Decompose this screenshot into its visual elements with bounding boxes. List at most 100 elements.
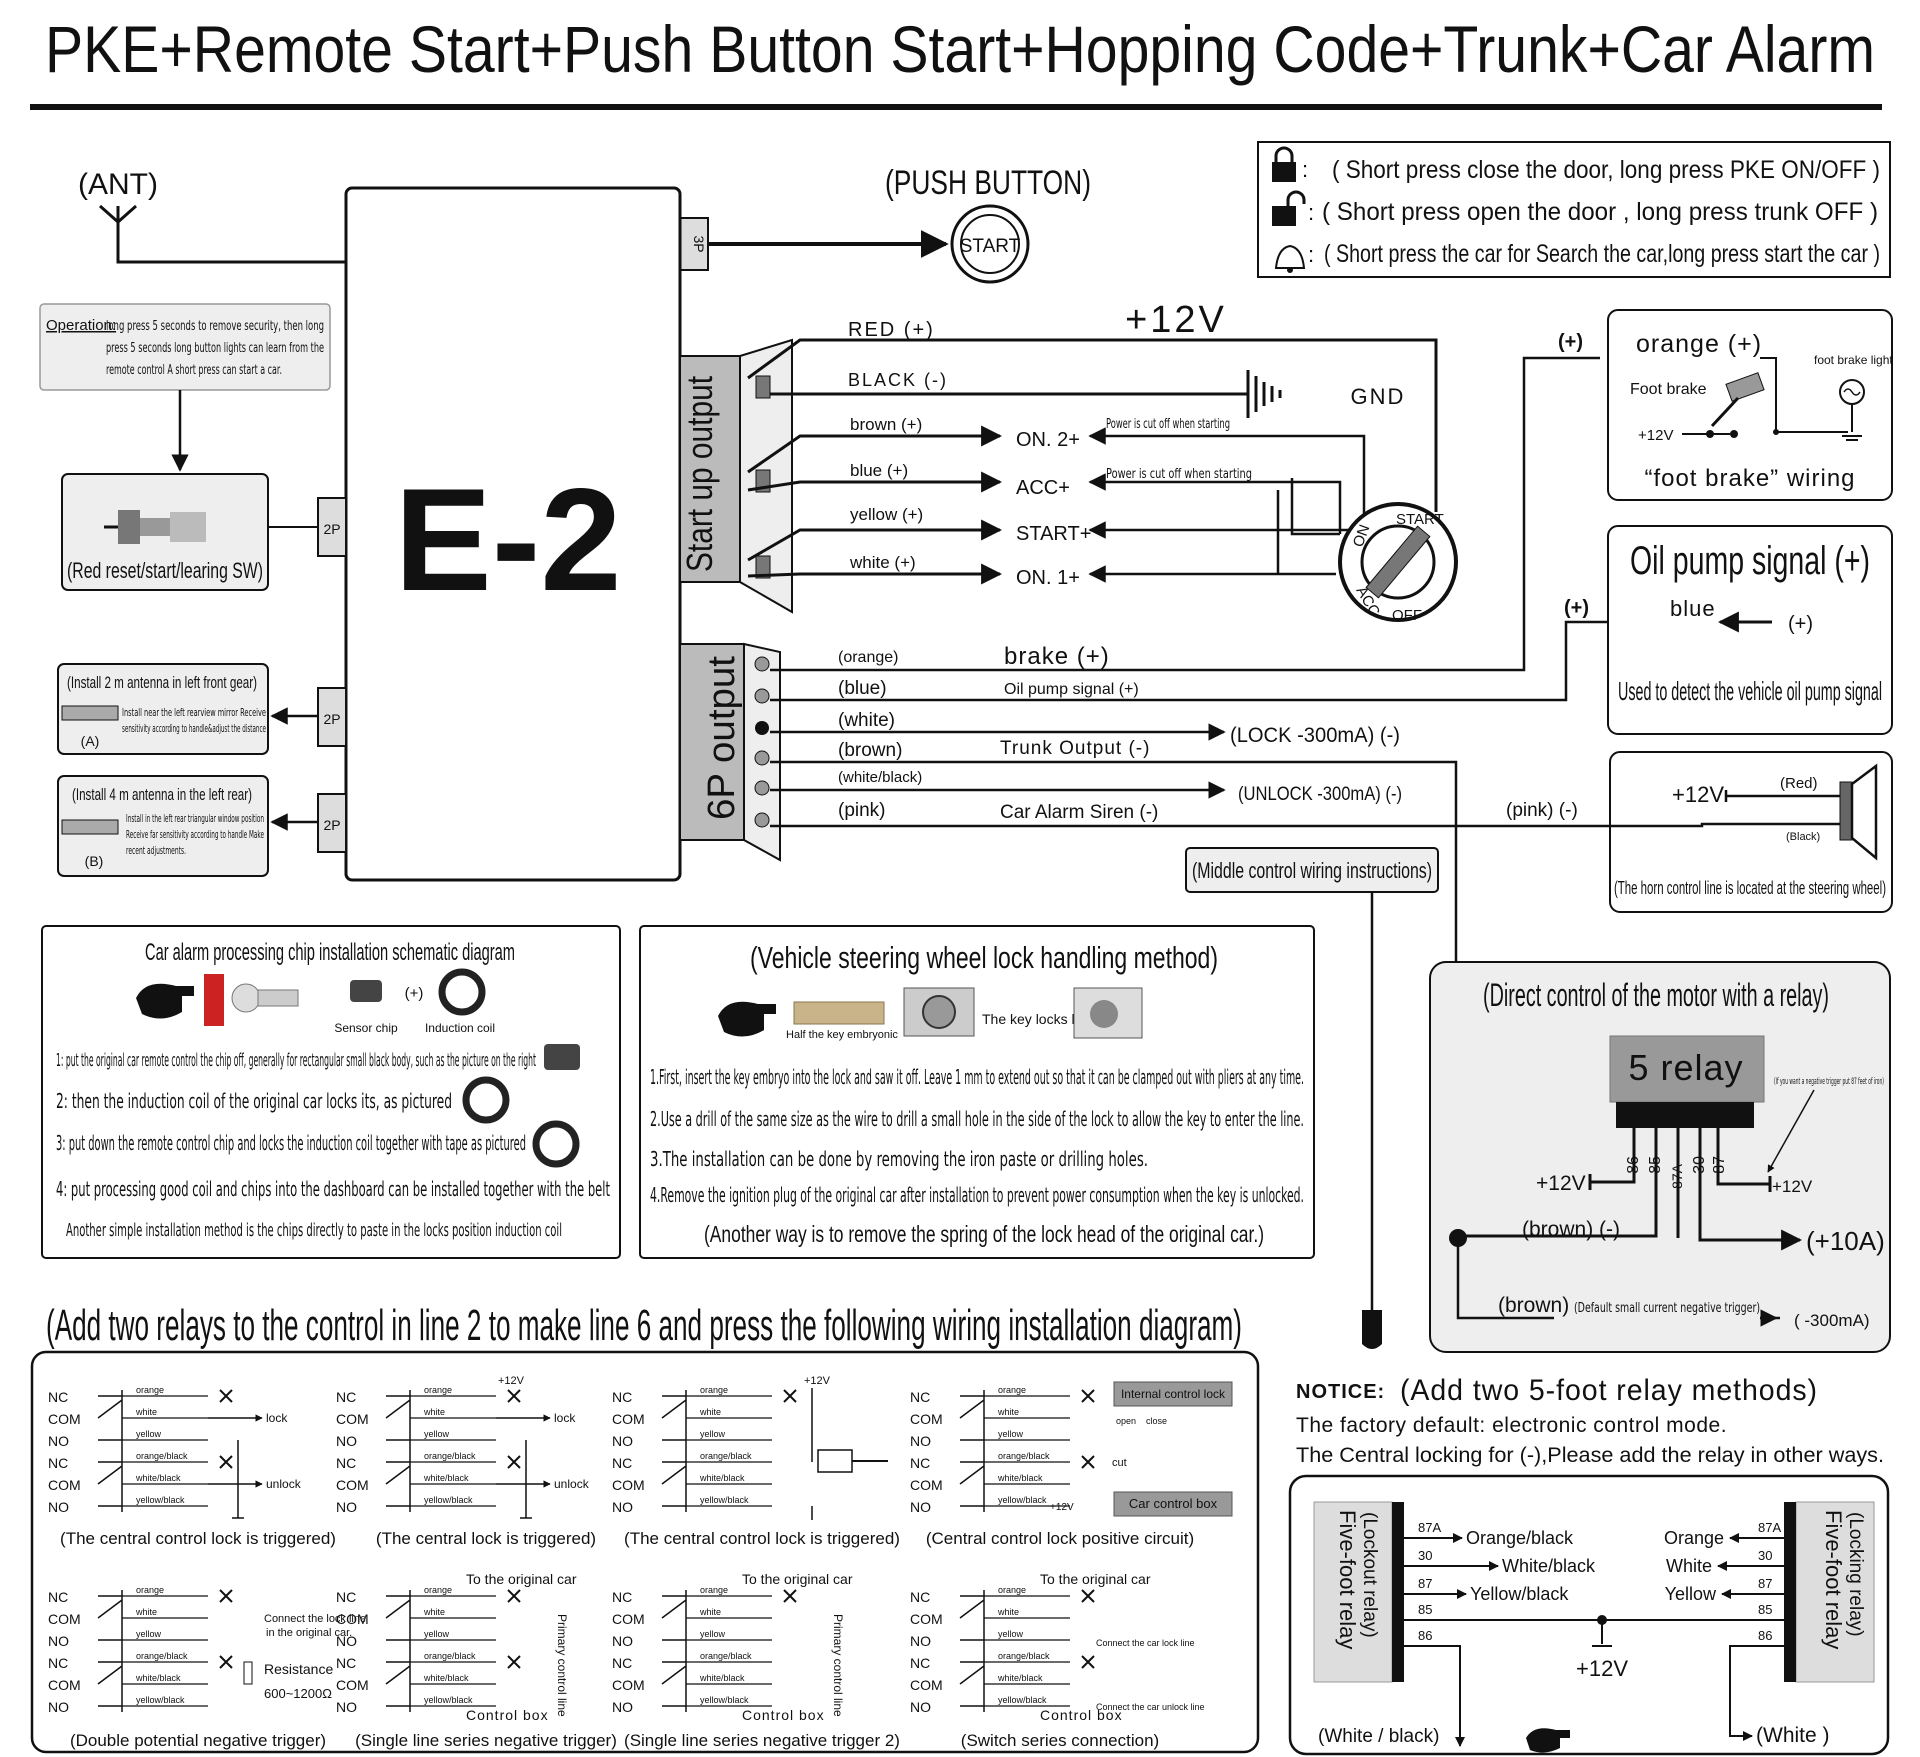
control-box-label: Control box bbox=[466, 1707, 549, 1723]
relay5-brown-1: (brown) (-) bbox=[1522, 1218, 1620, 1241]
oil-pump-plus-right: (+) bbox=[1788, 613, 1813, 635]
left-pin-87: 87 bbox=[1418, 1576, 1432, 1591]
pin-nc: NC bbox=[910, 1455, 930, 1471]
relay5-pin-87a: 87A bbox=[1669, 1163, 1685, 1189]
wire-white: white bbox=[135, 1607, 157, 1617]
antenna-label: (ANT) bbox=[78, 168, 158, 201]
close-label: close bbox=[1146, 1416, 1167, 1426]
pin-com: COM bbox=[48, 1477, 81, 1493]
scissors-icon bbox=[219, 1455, 233, 1469]
horn-pink-label: (pink) (-) bbox=[1506, 800, 1578, 821]
wire-white: white bbox=[699, 1407, 721, 1417]
wire-pink: (pink) bbox=[838, 800, 886, 821]
notice-label: NOTICE: bbox=[1296, 1381, 1385, 1403]
internal-lock-label: Internal control lock bbox=[1121, 1387, 1226, 1401]
lock-output-label: (LOCK -300mA) (-) bbox=[1230, 724, 1400, 747]
schematic-caption: (Switch series connection) bbox=[961, 1731, 1159, 1750]
pin-nc: NC bbox=[48, 1389, 68, 1405]
motor-icon bbox=[817, 1449, 853, 1473]
output-on1: ON. 1+ bbox=[1016, 567, 1080, 589]
foot-brake-wiring: (+) orange (+) Foot brake foot brake lig… bbox=[1558, 309, 1893, 501]
notice-head: (Add two 5-foot relay methods) bbox=[1400, 1374, 1818, 1407]
wire-yellow-black: yellow/black bbox=[424, 1495, 473, 1505]
pin-com: COM bbox=[48, 1411, 81, 1427]
pin-no: NO bbox=[48, 1633, 69, 1649]
right-relay-title: Five-foot relay bbox=[1821, 1510, 1846, 1649]
wire-white-black: (white/black) bbox=[838, 769, 922, 786]
oil-pump-blue: blue bbox=[1670, 596, 1716, 621]
output-acc: ACC+ bbox=[1016, 477, 1070, 499]
pin-nc: NC bbox=[910, 1655, 930, 1671]
unlock-icon bbox=[1272, 190, 1306, 226]
left-pin-87a: 87A bbox=[1418, 1520, 1441, 1535]
left-wire-yellow-black: Yellow/black bbox=[1470, 1584, 1569, 1604]
hand-icon bbox=[718, 1001, 776, 1037]
start-button-text: START bbox=[960, 236, 1021, 257]
relay-schematic-2: NCCOMNONCCOMNOorangewhiteyelloworange/bl… bbox=[336, 1375, 596, 1548]
page-title: PKE+Remote Start+Push Button Start+Hoppi… bbox=[45, 12, 1875, 86]
connect-car-unlock: Connect the car unlock line bbox=[1096, 1702, 1205, 1712]
port-2p-a: 2P bbox=[323, 711, 340, 727]
cut-note-2: Power is cut off when starting bbox=[1106, 467, 1252, 482]
scissors-icon bbox=[1081, 1389, 1095, 1403]
pointing-hand-icon bbox=[1362, 1310, 1382, 1349]
pin-nc: NC bbox=[612, 1589, 632, 1605]
scissors-icon bbox=[507, 1389, 521, 1403]
antenna-b-line-2: Receive far sensitivity according to han… bbox=[126, 828, 264, 841]
induction-coil-icon bbox=[438, 968, 486, 1016]
left-relay-sub: (Lockout relay) bbox=[1359, 1512, 1380, 1638]
pin-com: COM bbox=[910, 1611, 943, 1627]
output-on2: ON. 2+ bbox=[1016, 429, 1080, 451]
horn-red: (Red) bbox=[1780, 775, 1818, 792]
chip-step-2: 2: then the induction coil of the origin… bbox=[56, 1089, 452, 1113]
relay5-default: (Default small current negative trigger) bbox=[1574, 1301, 1760, 1316]
bell-icon bbox=[1274, 244, 1306, 273]
foot-brake-light-text: foot brake light bbox=[1814, 353, 1893, 367]
pin-com: COM bbox=[336, 1411, 369, 1427]
operation-label: Operation: bbox=[46, 317, 116, 334]
startup-connector: Start up output bbox=[679, 338, 793, 614]
pin-no: NO bbox=[910, 1499, 931, 1515]
wire-yellow: yellow bbox=[700, 1629, 726, 1639]
reset-switch-label: (Red reset/start/learing SW) bbox=[67, 558, 263, 583]
steering-title: (Vehicle steering wheel lock handling me… bbox=[750, 940, 1218, 975]
mini-unlock-label: unlock bbox=[554, 1477, 590, 1491]
oil-pump-signal: Oil pump signal (+) (+) blue (+) Used to… bbox=[1564, 525, 1893, 735]
wire-white-black: white/black bbox=[423, 1673, 469, 1683]
pin-com: COM bbox=[910, 1677, 943, 1693]
oil-pump-plus-left: (+) bbox=[1564, 597, 1589, 619]
foot-brake-title: “foot brake” wiring bbox=[1644, 465, 1855, 492]
relay-schematic-4: NCCOMNONCCOMNOorangewhiteyelloworange/bl… bbox=[910, 1381, 1233, 1548]
five-foot-relays: Five-foot relay (Lockout relay) Five-foo… bbox=[1288, 1474, 1890, 1756]
five-foot-white-black: (White / black) bbox=[1318, 1726, 1439, 1747]
notice-line-1: The factory default: electronic control … bbox=[1296, 1414, 1727, 1437]
schematic-caption: (The central lock is triggered) bbox=[376, 1529, 596, 1548]
key-fob-icon bbox=[231, 983, 299, 1013]
wire-yellow: yellow bbox=[700, 1429, 726, 1439]
steering-step-1: 1.First, insert the key embryo into the … bbox=[650, 1065, 1304, 1089]
antenna-a-tag: (A) bbox=[81, 733, 100, 749]
pin-no: NO bbox=[48, 1699, 69, 1715]
wire-red-label: RED (+) bbox=[848, 319, 935, 341]
operation-line-2: press 5 seconds long button lights can l… bbox=[106, 341, 324, 356]
wire-orange: orange bbox=[700, 1585, 728, 1595]
mini-lock-label: lock bbox=[554, 1411, 576, 1425]
wire-white-black: white/black bbox=[135, 1473, 181, 1483]
connect-car-lock: Connect the car lock line bbox=[1096, 1638, 1195, 1648]
wire-yellow-black: yellow/black bbox=[136, 1495, 185, 1505]
pin-com: COM bbox=[612, 1477, 645, 1493]
startup-wires bbox=[747, 338, 1438, 585]
pin-no: NO bbox=[612, 1633, 633, 1649]
chip-plus: (+) bbox=[405, 985, 424, 1002]
wire-orange-black: orange/black bbox=[700, 1651, 752, 1661]
right-pin-85: 85 bbox=[1758, 1602, 1772, 1617]
startup-label: Start up output bbox=[679, 376, 720, 572]
mini-12v: +12V bbox=[804, 1375, 831, 1387]
legend-bell-text: ( Short press the car for Search the car… bbox=[1324, 240, 1880, 268]
pin-nc: NC bbox=[336, 1455, 356, 1471]
mini-12v: +12V bbox=[1050, 1502, 1074, 1513]
wire-yellow: yellow bbox=[136, 1629, 162, 1639]
wire-yellow-black: yellow/black bbox=[700, 1495, 749, 1505]
relay5-amp: (+10A) bbox=[1806, 1226, 1885, 1256]
cut-note-1: Power is cut off when starting bbox=[1106, 417, 1230, 432]
